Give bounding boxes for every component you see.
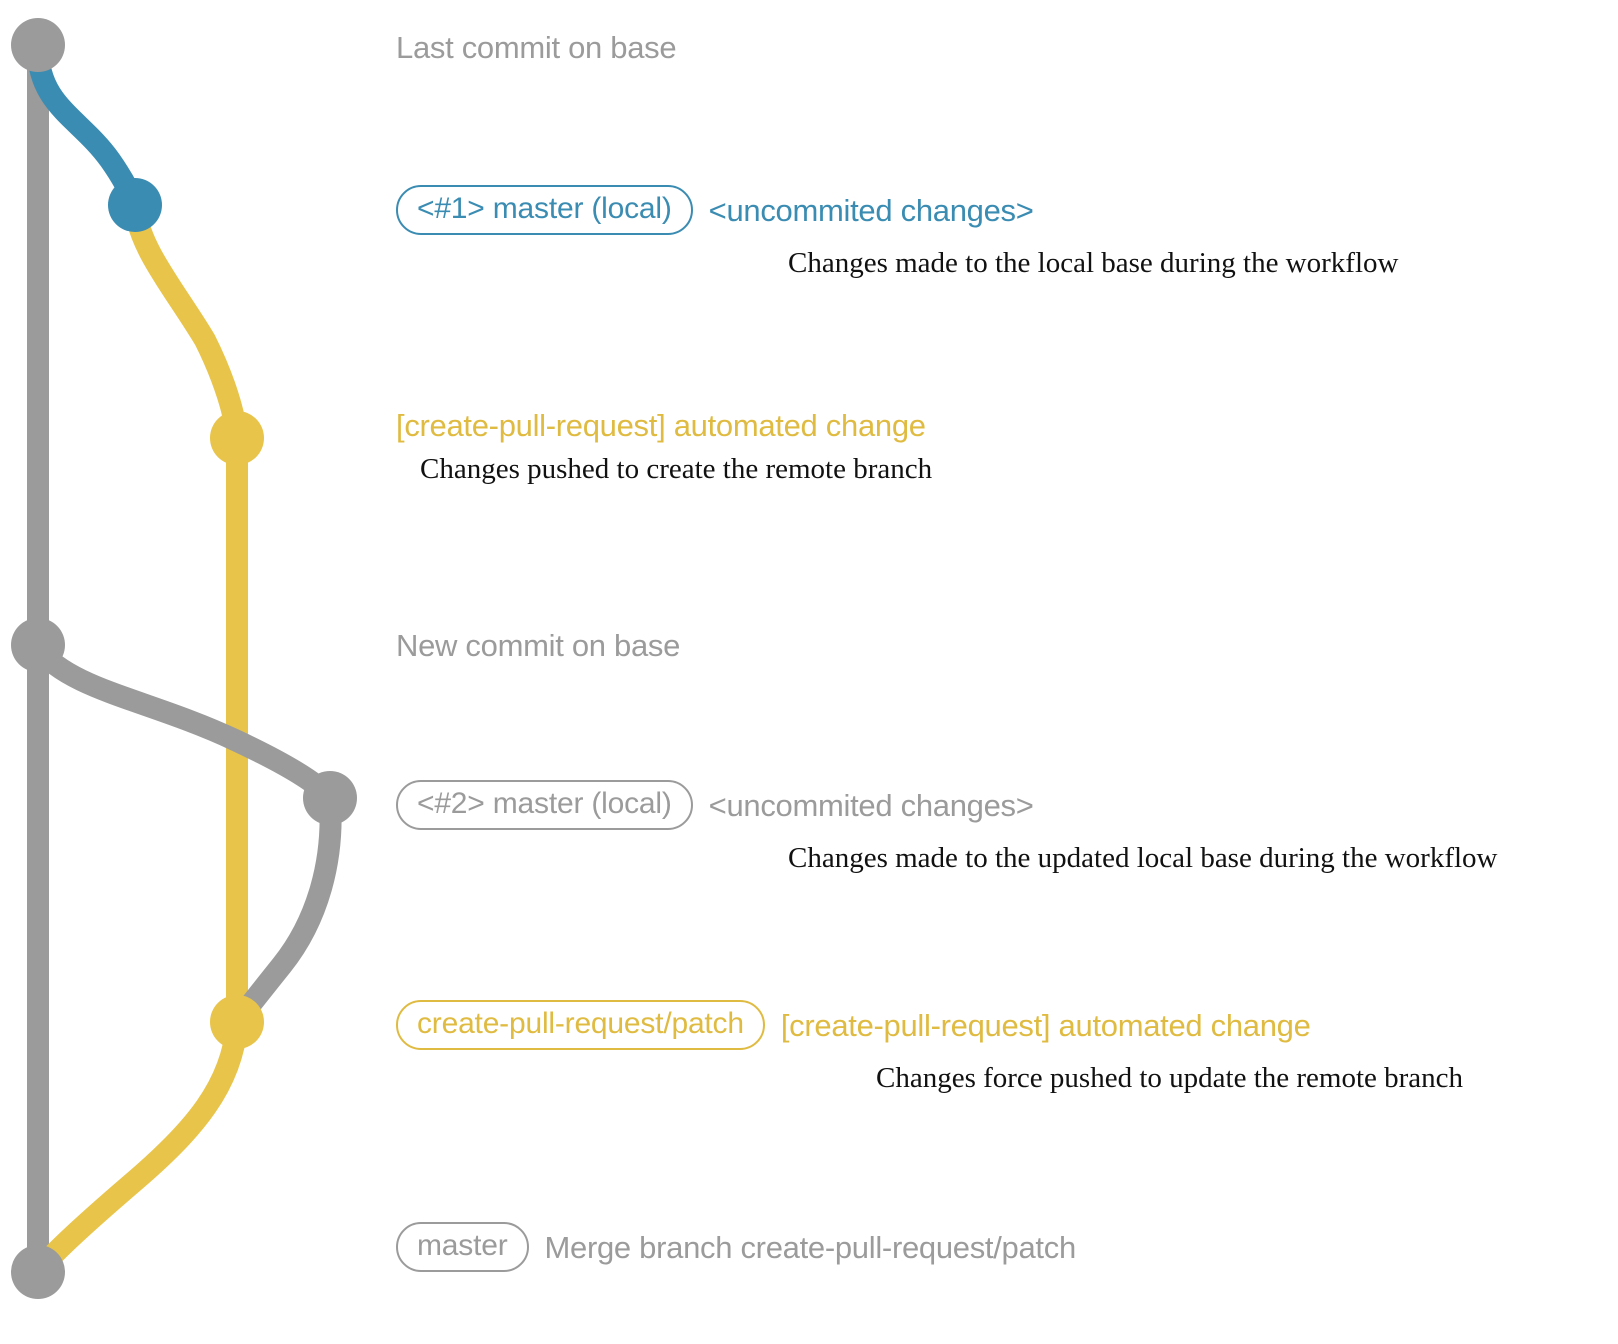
commit-node-base-last bbox=[11, 18, 65, 72]
commit-node-local-2 bbox=[303, 771, 357, 825]
annotation-row-local-1: <#1> master (local) <uncommited changes>… bbox=[396, 185, 1398, 278]
annotation-row-base-new: New commit on base bbox=[396, 630, 680, 661]
local-1-edge bbox=[27, 37, 146, 216]
row-line: create-pull-request/patch [create-pull-r… bbox=[396, 1000, 1463, 1050]
commit-note-local-2: Changes made to the updated local base d… bbox=[788, 842, 1498, 874]
branch-badge-create-pull-request-patch[interactable]: create-pull-request/patch bbox=[396, 1000, 765, 1050]
commit-node-local-1 bbox=[108, 178, 162, 232]
commit-node-base-new bbox=[11, 618, 65, 672]
merge-edge bbox=[27, 1013, 248, 1283]
commit-note-auto-1: Changes pushed to create the remote bran… bbox=[420, 453, 933, 485]
branch-badge-local-1[interactable]: <#1> master (local) bbox=[396, 185, 693, 235]
commit-graph bbox=[11, 18, 357, 1299]
commit-subject-local-2: <uncommited changes> bbox=[708, 787, 1034, 823]
annotation-row-merge: master Merge branch create-pull-request/… bbox=[396, 1222, 1076, 1272]
commit-node-auto-1 bbox=[210, 411, 264, 465]
annotation-row-auto-1: [create-pull-request] automated change C… bbox=[396, 410, 932, 484]
commit-note-local-1: Changes made to the local base during th… bbox=[788, 247, 1399, 279]
commit-subject-merge: Merge branch create-pull-request/patch bbox=[544, 1229, 1077, 1265]
commit-node-merge bbox=[11, 1245, 65, 1299]
row-line: [create-pull-request] automated change bbox=[396, 410, 932, 441]
commit-note-auto-2: Changes force pushed to update the remot… bbox=[876, 1062, 1464, 1094]
annotation-row-local-2: <#2> master (local) <uncommited changes>… bbox=[396, 780, 1498, 873]
row-line: <#2> master (local) <uncommited changes> bbox=[396, 780, 1498, 830]
row-line: <#1> master (local) <uncommited changes> bbox=[396, 185, 1398, 235]
row-line: New commit on base bbox=[396, 630, 680, 661]
commit-subject-auto-1: [create-pull-request] automated change bbox=[396, 408, 926, 443]
annotation-row-base-last: Last commit on base bbox=[396, 30, 677, 65]
commit-subject-base-new: New commit on base bbox=[396, 628, 681, 663]
commit-subject-local-1: <uncommited changes> bbox=[708, 192, 1034, 228]
commit-subject-auto-2: [create-pull-request] automated change bbox=[780, 1007, 1311, 1043]
auto-2-edge bbox=[226, 789, 342, 1033]
auto-1-edge bbox=[124, 197, 248, 449]
branch-badge-local-2[interactable]: <#2> master (local) bbox=[396, 780, 693, 830]
row-line: Last commit on base bbox=[396, 30, 677, 65]
commit-node-auto-2 bbox=[210, 995, 264, 1049]
row-line: master Merge branch create-pull-request/… bbox=[396, 1222, 1076, 1272]
local-2-edge bbox=[27, 637, 341, 809]
branch-badge-master[interactable]: master bbox=[396, 1222, 529, 1272]
annotation-row-auto-2: create-pull-request/patch [create-pull-r… bbox=[396, 1000, 1463, 1093]
commit-subject-base-last: Last commit on base bbox=[396, 30, 677, 65]
